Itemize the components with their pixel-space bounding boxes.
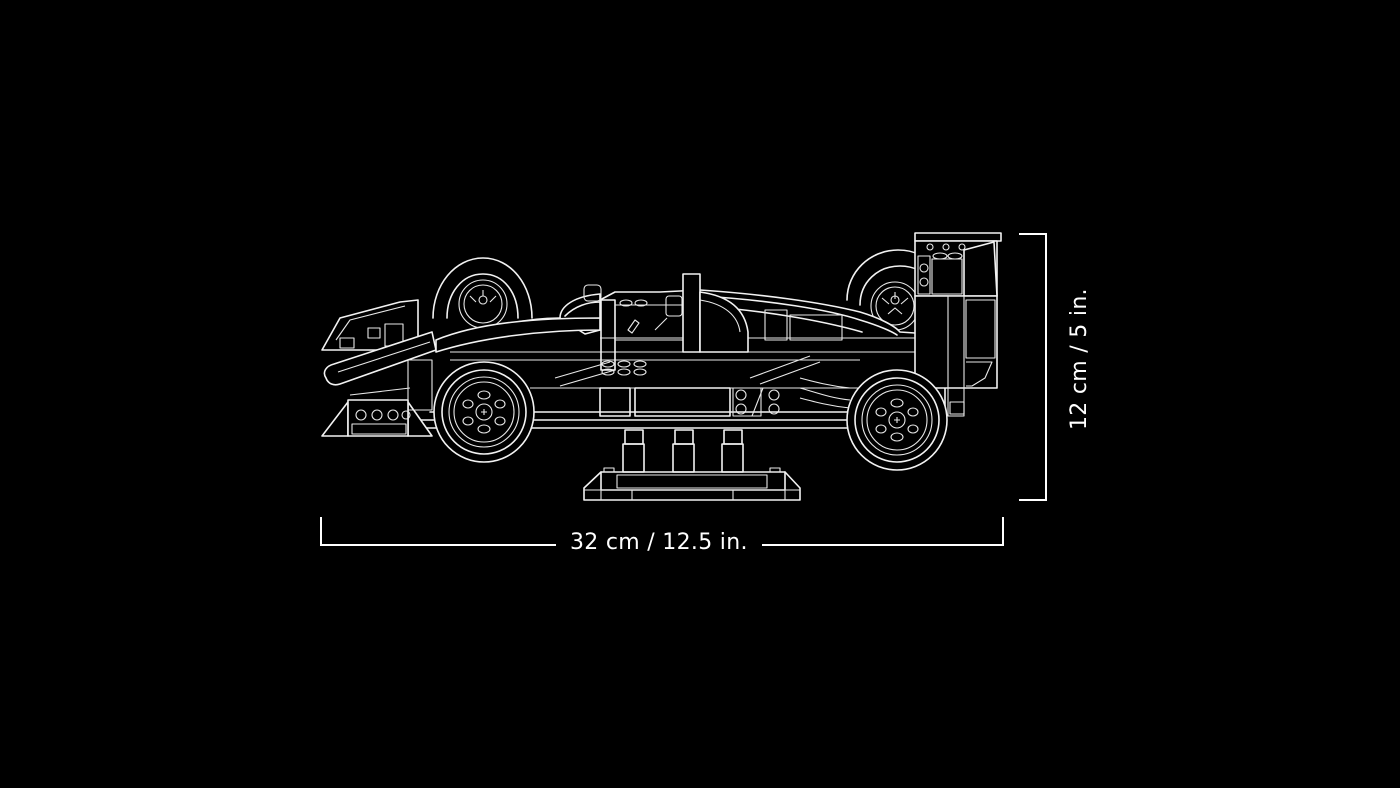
front-wheel-back (432, 257, 533, 329)
height-dimension-bracket (1019, 233, 1047, 501)
rear-wing (914, 232, 1002, 417)
nose-cone (323, 317, 601, 386)
rear-wheel-near (846, 369, 948, 471)
front-wing (321, 299, 433, 437)
display-stand (583, 429, 801, 501)
width-dimension-label: 32 cm / 12.5 in. (556, 530, 762, 555)
front-wheel-near (433, 361, 535, 463)
height-dimension-label: 12 cm / 5 in. (1067, 278, 1092, 440)
